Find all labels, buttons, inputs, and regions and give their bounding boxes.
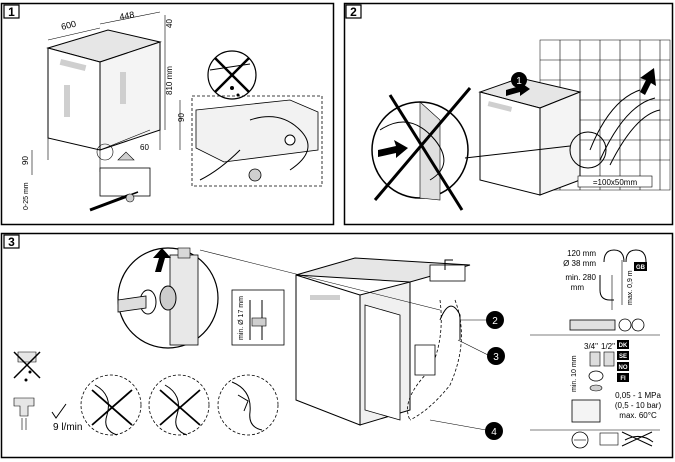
- badge-4: 4: [491, 427, 497, 438]
- country-no: NO: [619, 365, 628, 371]
- kitchen-cabinet: [295, 257, 471, 426]
- top-dim: 40: [165, 19, 174, 28]
- foot-adjust-detail: [89, 143, 151, 212]
- inlet-size-2: 1/2": [601, 342, 615, 351]
- bottom-dim: 90: [21, 156, 30, 165]
- panel-3: 3: [0, 232, 674, 459]
- step-badge: 1: [516, 76, 522, 87]
- nut-detail: [231, 289, 285, 346]
- pressure: 0,05 - 1 MPa: [615, 391, 661, 400]
- dishwasher-isometric: [46, 29, 162, 172]
- up-arrow-icon: [640, 68, 656, 95]
- panel-2: 2 1: [343, 2, 674, 226]
- depth-dim: 448: [119, 10, 136, 22]
- nut-dim: min. Ø 17 mm: [238, 296, 245, 340]
- drain-spec: [599, 249, 647, 310]
- flow-rate: 9 l/min: [53, 422, 82, 433]
- hoses: [569, 89, 661, 169]
- gb-badge: GB: [636, 265, 646, 271]
- drain-min-unit: mm: [571, 283, 585, 292]
- no-water-warning: [207, 50, 257, 100]
- panel-2-number: 2: [350, 5, 357, 19]
- dishwasher-push: [478, 77, 582, 196]
- country-dk: DK: [619, 343, 628, 349]
- country-codes: [617, 340, 629, 382]
- inlet-min: min. 10 mm: [571, 355, 578, 392]
- panel-1-number: 1: [8, 5, 15, 19]
- inlet-size-1: 3/4": [584, 342, 598, 351]
- panel-3-number: 3: [8, 235, 15, 249]
- drain-max: max. 0,9 m: [627, 270, 634, 305]
- height-dim: 810 mm: [165, 66, 174, 95]
- drain-min: min. 280: [565, 273, 596, 282]
- country-se: SE: [619, 354, 627, 360]
- drain-dia: Ø 38 mm: [563, 259, 596, 268]
- hose-routing-circles: [80, 374, 279, 436]
- panel-1: 1 600 448 40 810 mm 90 90 60: [0, 2, 335, 226]
- hole-dim: =100x50mm: [593, 178, 638, 187]
- connection-detail: [191, 95, 323, 187]
- angle-dim: 60: [140, 143, 149, 152]
- drain-height: 120 mm: [567, 249, 596, 258]
- dimension-lines: [31, 11, 181, 175]
- step-badges: [429, 311, 505, 440]
- width-dim: 600: [60, 19, 77, 32]
- do-not-kink-hose: [371, 87, 571, 211]
- drain-connection-zoom: [117, 247, 441, 349]
- inlet-spec: [571, 351, 615, 423]
- badge-3: 3: [493, 352, 499, 363]
- foot-dim: 0-25 mm: [23, 182, 30, 210]
- badge-2: 2: [492, 316, 498, 327]
- tap-icons: [571, 431, 654, 449]
- pressure-bar: (0,5 - 10 bar): [615, 401, 662, 410]
- temperature: max. 60°C: [619, 411, 657, 420]
- hose-clamp: [569, 318, 645, 332]
- country-fi: FI: [620, 376, 626, 382]
- water-quality-icons: [13, 351, 67, 430]
- side-dim: 90: [177, 113, 186, 122]
